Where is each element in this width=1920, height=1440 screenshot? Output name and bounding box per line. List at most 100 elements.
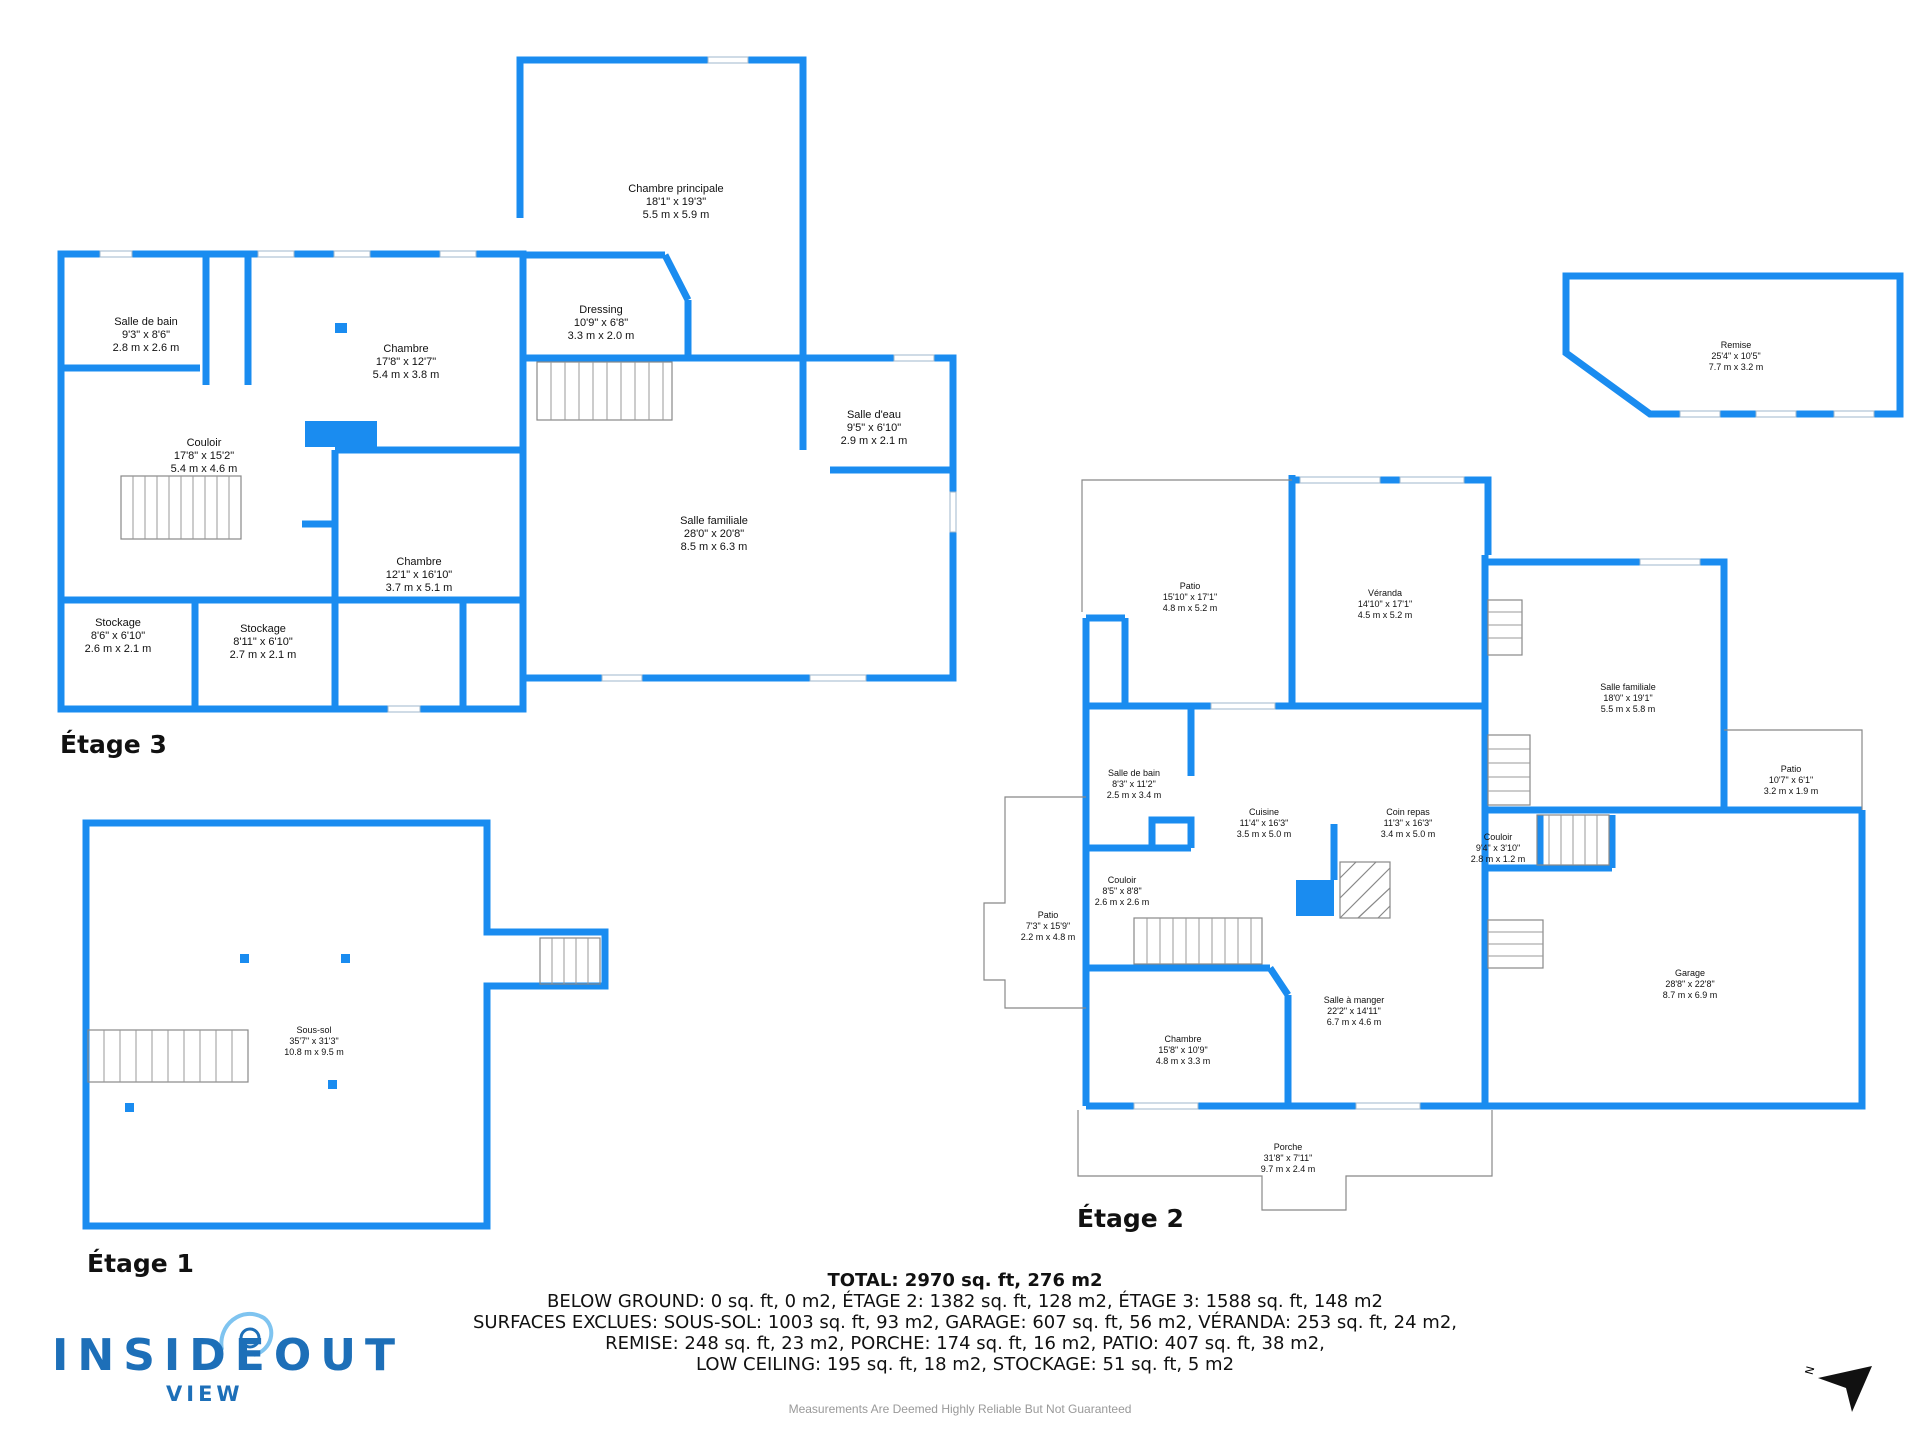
window	[601, 674, 643, 682]
treads-etage1-a	[103, 1030, 233, 1082]
stairs-etage3-b	[536, 361, 673, 421]
treads-etage2-d	[1488, 748, 1530, 792]
floor-label-etage3: Étage 3	[60, 730, 167, 759]
patio-a-outline	[1081, 479, 1292, 612]
pillar-b1	[240, 954, 249, 963]
logo-sub: VIEW	[166, 1382, 244, 1406]
patio-c-outline	[983, 796, 1086, 1009]
treads-etage3-b	[550, 362, 664, 420]
area-summary: TOTAL: 2970 sq. ft, 276 m2 BELOW GROUND:…	[410, 1270, 1520, 1375]
wall-bedroom2-diag	[1267, 966, 1291, 997]
pillar-b4	[125, 1103, 134, 1112]
treads-etage3-a	[132, 476, 230, 539]
windows	[99, 56, 1875, 1110]
window	[949, 491, 957, 533]
walls	[57, 56, 1904, 1230]
wall-fills	[125, 323, 1334, 1112]
pillar-b2	[341, 954, 350, 963]
wall-master-bedroom	[516, 56, 807, 358]
window	[1639, 558, 1701, 566]
floor-label-etage2: Étage 2	[1077, 1204, 1184, 1233]
chimney-block-3	[305, 421, 377, 447]
north-compass: N	[1803, 1358, 1876, 1418]
treads-etage2-a	[1146, 918, 1252, 964]
wall-garage	[1488, 810, 1866, 1110]
window	[1133, 1102, 1199, 1110]
stairs-etage2-a	[1133, 917, 1263, 965]
area-line-1: BELOW GROUND: 0 sq. ft, 0 m2, ÉTAGE 2: 1…	[547, 1291, 1383, 1312]
window	[333, 250, 371, 258]
wall-dressing-diag	[661, 253, 692, 302]
porch-outline	[1077, 1110, 1493, 1211]
window	[1833, 410, 1875, 418]
treads-etage2-c	[1488, 931, 1543, 957]
patio-b-outline	[1724, 729, 1863, 810]
north-arrow-icon	[1818, 1366, 1872, 1412]
window	[439, 250, 477, 258]
window	[893, 354, 935, 362]
wall-basement	[82, 819, 609, 1230]
window	[99, 250, 133, 258]
thin-lines	[87, 361, 1863, 1211]
fireplace-hearth	[1339, 861, 1391, 919]
wall-bath2-closet	[1148, 816, 1195, 848]
area-line-2: SURFACES EXCLUES: SOUS-SOL: 1003 sq. ft,…	[473, 1312, 1457, 1333]
wall-veranda-north	[1292, 476, 1492, 555]
treads-etage2-b	[1548, 815, 1598, 865]
disclaimer: Measurements Are Deemed Highly Reliable …	[788, 1402, 1132, 1416]
camera-swirl-icon	[219, 1311, 274, 1357]
stairs-etage2-d	[1487, 734, 1531, 806]
treads-etage1-b	[551, 938, 589, 984]
area-line-4: LOW CEILING: 195 sq. ft, 18 m2, STOCKAGE…	[695, 1354, 1235, 1375]
floor-label-etage1: Étage 1	[87, 1249, 194, 1278]
area-line-3: REMISE: 248 sq. ft, 23 m2, PORCHE: 174 s…	[605, 1333, 1325, 1354]
insideout-logo: INSIDEOUT VIEW	[52, 1300, 395, 1410]
stairs-etage2-e	[1487, 599, 1523, 656]
pillar-3	[335, 323, 347, 333]
chimney-block-2	[1296, 880, 1334, 916]
window	[809, 674, 867, 682]
stair-treads	[103, 362, 1598, 1082]
window	[257, 250, 295, 258]
area-total: TOTAL: 2970 sq. ft, 276 m2	[827, 1270, 1103, 1291]
treads-etage2-e	[1488, 611, 1522, 639]
window	[1755, 410, 1797, 418]
window	[707, 56, 749, 64]
fireplace-hatch	[1339, 861, 1391, 919]
window	[1679, 410, 1721, 418]
window	[1210, 702, 1276, 710]
window	[387, 705, 421, 713]
window	[1399, 476, 1465, 484]
pillar-b3	[328, 1080, 337, 1089]
stairs-etage1-b	[539, 937, 601, 985]
wall-salle-familiale-2	[1488, 558, 1728, 810]
logo-brand: INSIDEOUT	[52, 1330, 404, 1381]
